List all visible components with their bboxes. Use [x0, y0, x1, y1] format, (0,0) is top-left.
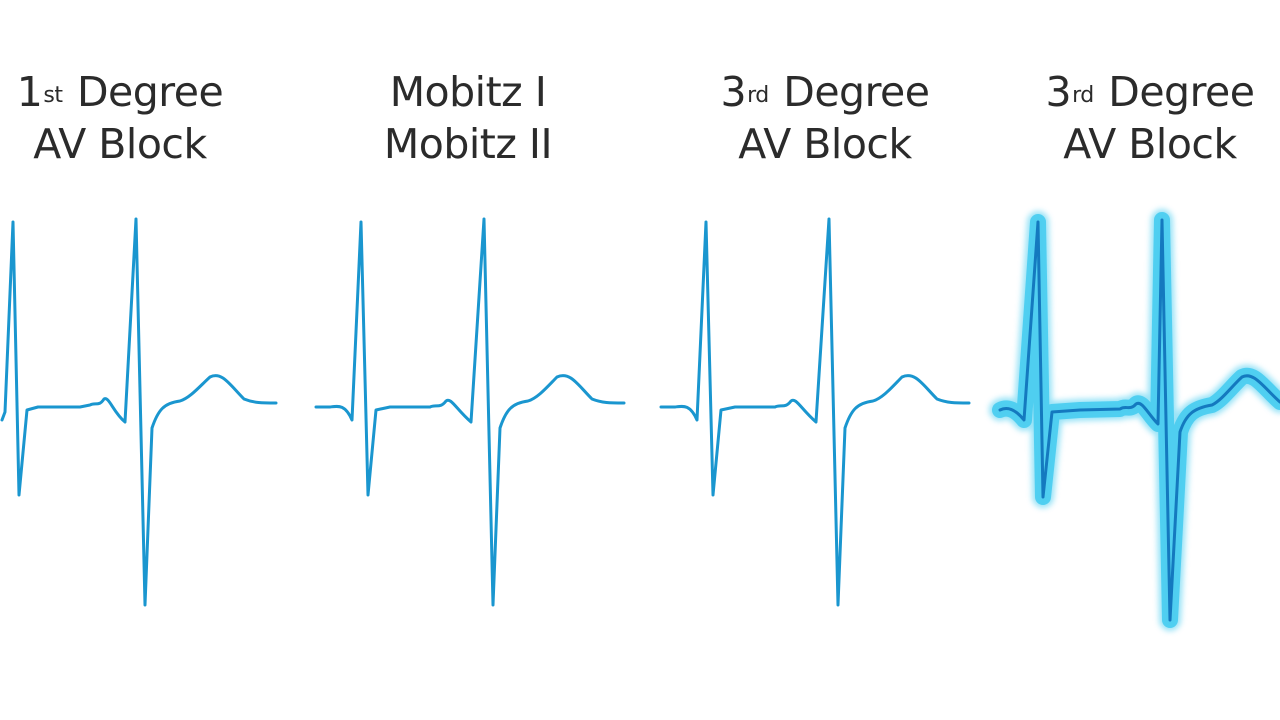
title-line-2: AV Block — [1063, 120, 1237, 168]
panel-title: Mobitz I Mobitz II — [338, 66, 598, 170]
title-line-1: 3rd Degree — [720, 68, 930, 116]
title-line-1: 1st Degree — [16, 68, 224, 116]
panel-first-degree: 1st Degree AV Block — [0, 0, 240, 720]
panel-third-degree-b: 3rd Degree AV Block — [1020, 0, 1280, 720]
ordinal-suffix: st — [43, 83, 63, 108]
panel-title: 3rd Degree AV Block — [1020, 66, 1280, 170]
title-line-2: AV Block — [738, 120, 912, 168]
panel-title: 3rd Degree AV Block — [695, 66, 955, 170]
panel-title: 1st Degree AV Block — [0, 66, 240, 170]
ordinal-suffix: rd — [747, 83, 769, 108]
title-line-1: Mobitz I — [389, 68, 547, 116]
title-line-1: 3rd Degree — [1045, 68, 1255, 116]
ordinal-suffix: rd — [1072, 83, 1094, 108]
panel-mobitz: Mobitz I Mobitz II — [338, 0, 598, 720]
title-line-2: Mobitz II — [383, 120, 553, 168]
title-line-2: AV Block — [33, 120, 207, 168]
panel-third-degree-a: 3rd Degree AV Block — [695, 0, 955, 720]
